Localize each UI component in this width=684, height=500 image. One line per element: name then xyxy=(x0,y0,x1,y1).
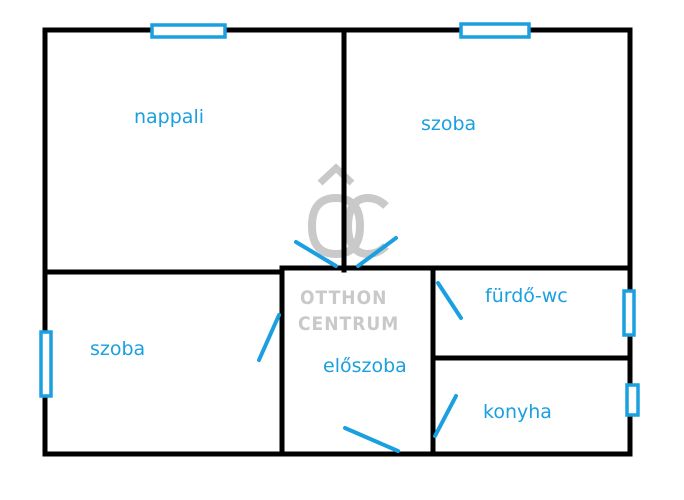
door-furdo xyxy=(436,281,463,320)
door-szoba-left xyxy=(257,313,281,362)
window-bath xyxy=(622,289,636,337)
logo-letter-c-icon xyxy=(343,193,389,259)
label-nappali: nappali xyxy=(134,106,204,128)
otthon-centrum-logo: OTTHON CENTRUM xyxy=(298,163,399,335)
door-entrance xyxy=(343,426,400,453)
windows xyxy=(39,22,640,417)
logo-line2: CENTRUM xyxy=(298,313,399,335)
logo-letter-o-icon xyxy=(307,193,365,259)
room-labels: nappali szoba szoba fürdő-wc előszoba ko… xyxy=(90,106,568,423)
window-left xyxy=(39,330,53,398)
doors xyxy=(257,236,463,453)
logo-line1: OTTHON xyxy=(300,287,387,309)
label-konyha: konyha xyxy=(483,401,552,423)
label-szoba-top: szoba xyxy=(421,113,476,135)
window-top-left xyxy=(150,23,227,39)
logo-roof-icon xyxy=(317,163,355,186)
door-nappali xyxy=(294,240,338,268)
window-kitchen xyxy=(625,383,640,417)
door-konyha xyxy=(433,394,458,438)
label-szoba-left: szoba xyxy=(90,338,145,360)
label-eloszoba: előszoba xyxy=(323,355,407,377)
walls xyxy=(42,27,633,457)
window-top-right xyxy=(459,22,531,39)
door-szoba-top xyxy=(356,236,398,268)
label-furdo-wc: fürdő-wc xyxy=(485,285,568,307)
outer-wall xyxy=(42,27,633,457)
